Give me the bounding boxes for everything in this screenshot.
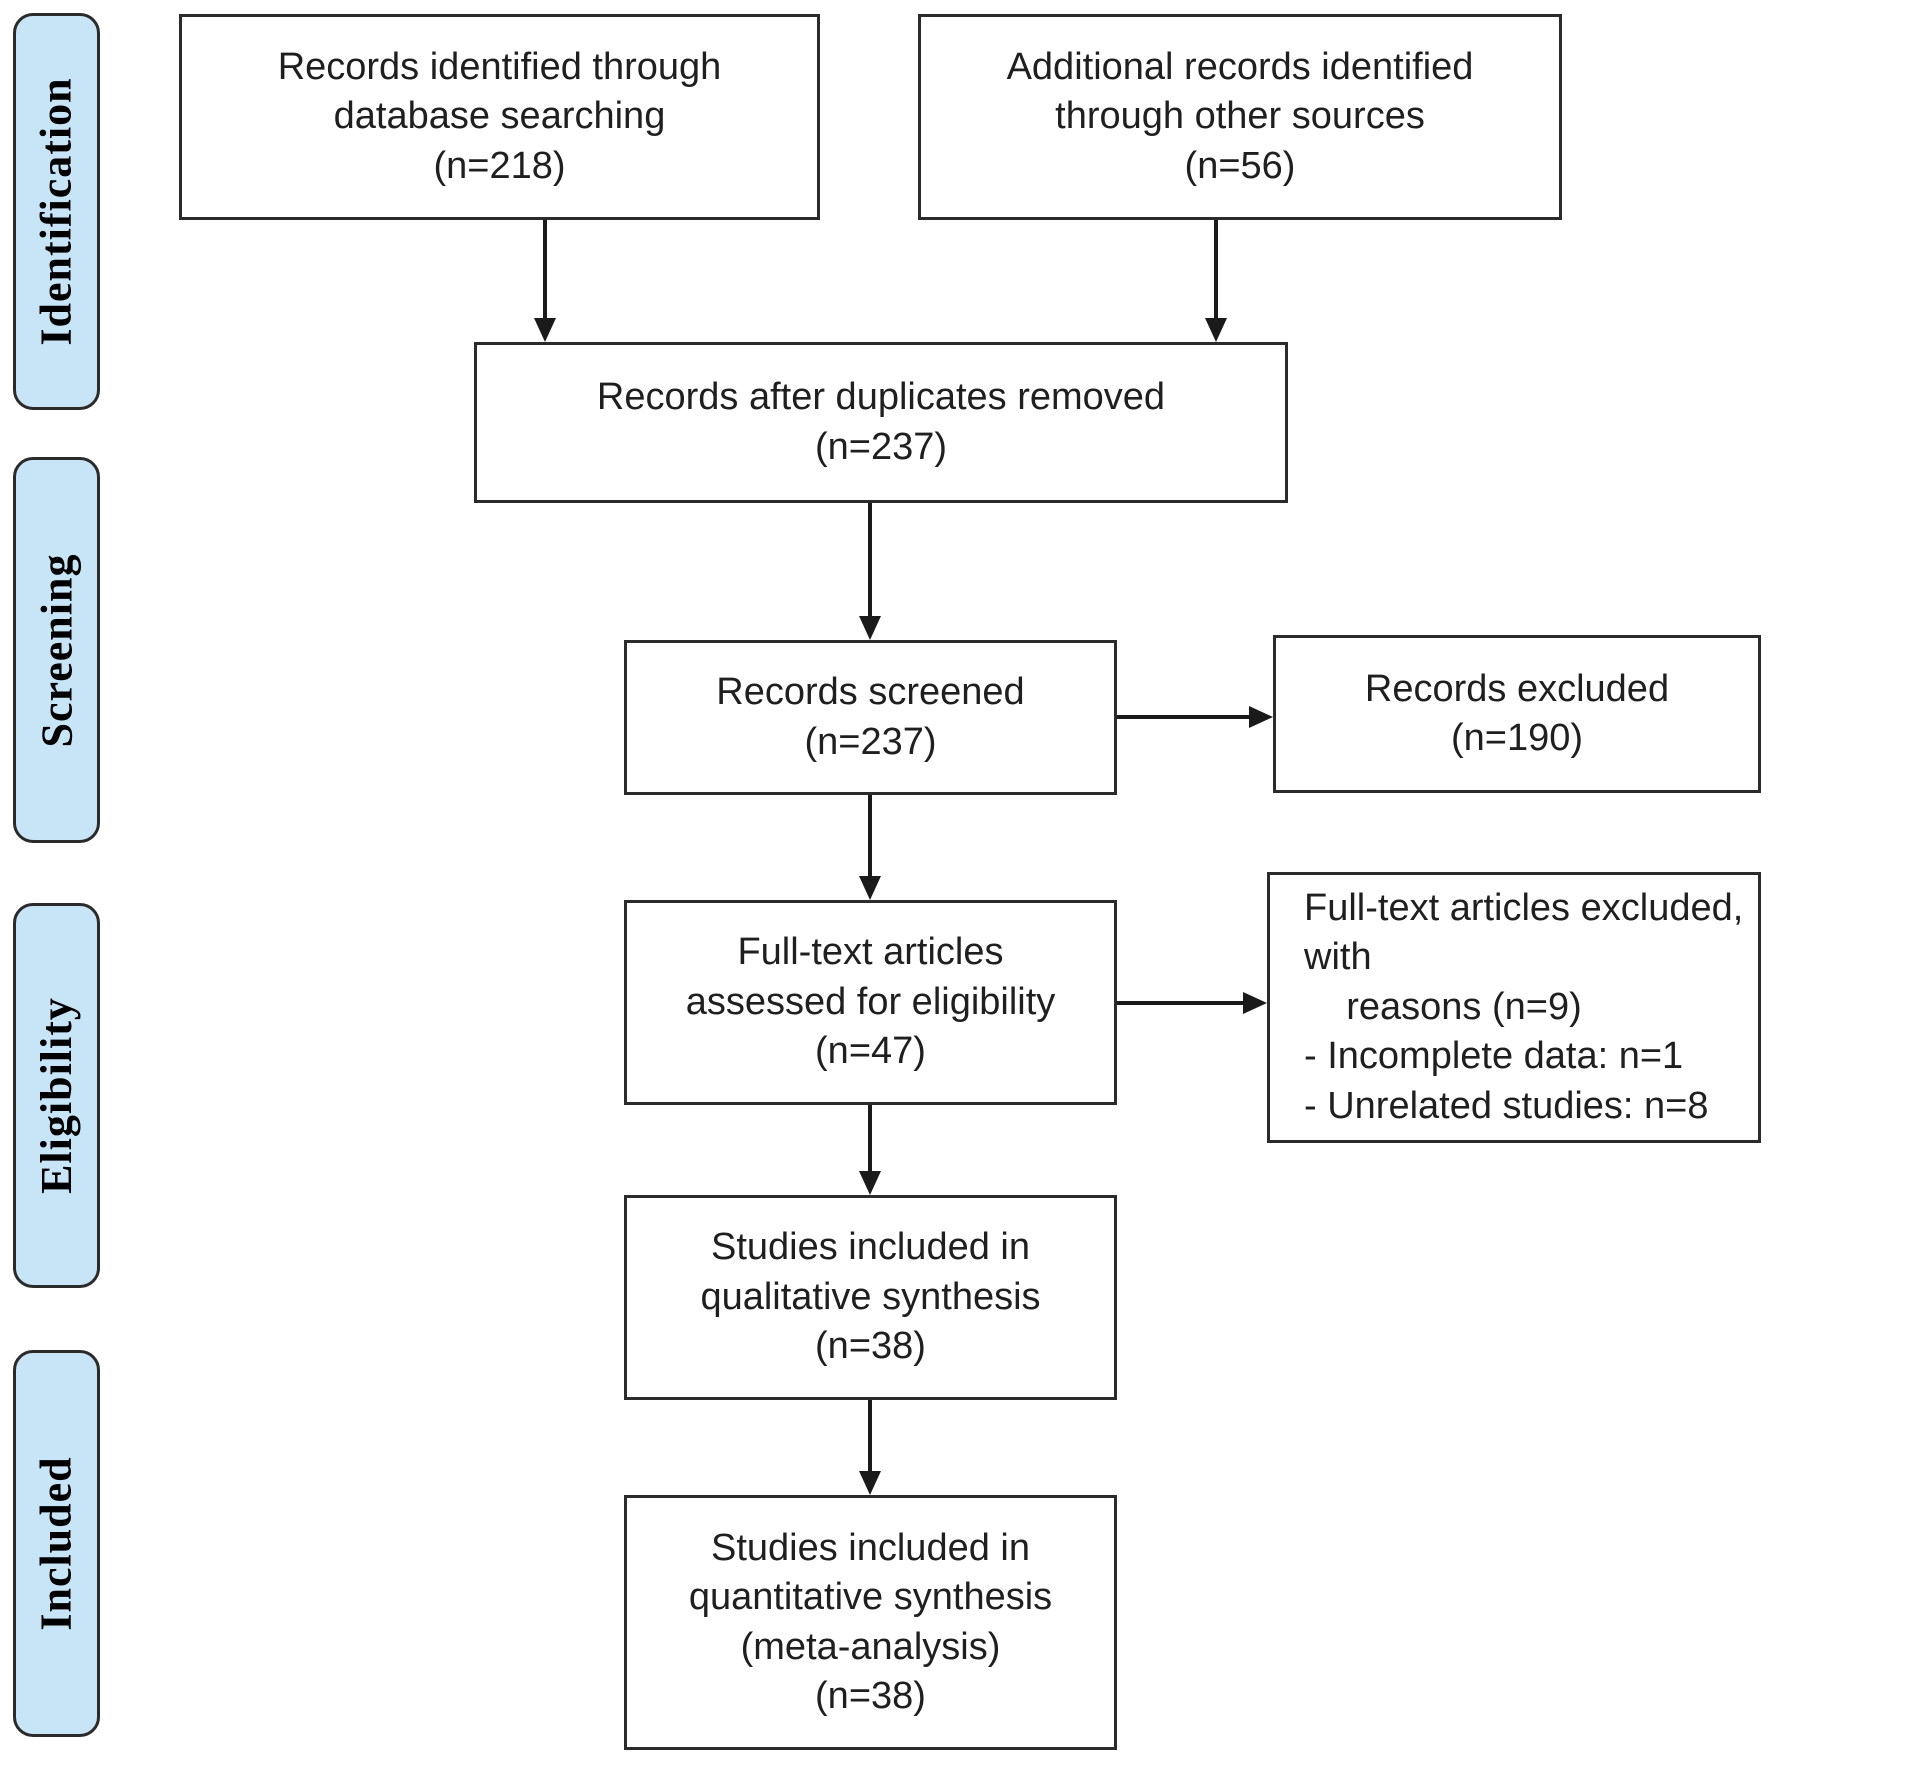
arrow-line xyxy=(868,1105,872,1171)
stage-screening: Screening xyxy=(13,457,100,843)
box-fulltext-excluded: Full-text articles excluded, with reason… xyxy=(1267,872,1761,1143)
box-records-excluded: Records excluded (n=190) xyxy=(1273,635,1761,793)
box-text: Studies included in quantitative synthes… xyxy=(688,1526,1053,1717)
box-duplicates-removed: Records after duplicates removed (n=237) xyxy=(474,342,1288,503)
box-text: Full-text articles excluded, with reason… xyxy=(1304,887,1744,1127)
arrow-line xyxy=(543,220,547,318)
stage-label: Identification xyxy=(32,77,82,346)
box-quantitative-synthesis: Studies included in quantitative synthes… xyxy=(624,1495,1117,1750)
arrow-line xyxy=(1117,715,1249,719)
stage-label: Screening xyxy=(32,553,81,747)
stage-eligibility: Eligibility xyxy=(13,903,100,1288)
box-text: Records after duplicates removed (n=237) xyxy=(596,376,1166,468)
arrowhead-right-icon xyxy=(1249,706,1273,728)
stage-included: Included xyxy=(13,1350,100,1737)
arrowhead-down-icon xyxy=(859,616,881,640)
box-text: Records excluded (n=190) xyxy=(1364,667,1670,759)
arrow-line xyxy=(868,1400,872,1471)
box-text: Records identified through database sear… xyxy=(277,45,722,187)
arrowhead-down-icon xyxy=(534,318,556,342)
arrow-line xyxy=(868,795,872,876)
stage-label: Eligibility xyxy=(32,997,82,1194)
box-records-identified: Records identified through database sear… xyxy=(179,14,820,220)
arrowhead-right-icon xyxy=(1243,992,1267,1014)
stage-label: Included xyxy=(32,1456,82,1631)
box-records-screened: Records screened (n=237) xyxy=(624,640,1117,795)
box-text: Full-text articles assessed for eligibil… xyxy=(685,931,1056,1073)
arrowhead-down-icon xyxy=(859,876,881,900)
arrowhead-down-icon xyxy=(1205,318,1227,342)
box-text: Studies included in qualitative synthesi… xyxy=(700,1226,1041,1368)
arrowhead-down-icon xyxy=(859,1171,881,1195)
arrowhead-down-icon xyxy=(859,1471,881,1495)
box-additional-records: Additional records identified through ot… xyxy=(918,14,1562,220)
box-fulltext-assessed: Full-text articles assessed for eligibil… xyxy=(624,900,1117,1105)
box-qualitative-synthesis: Studies included in qualitative synthesi… xyxy=(624,1195,1117,1400)
box-text: Additional records identified through ot… xyxy=(1006,45,1474,187)
stage-identification: Identification xyxy=(13,13,100,410)
arrow-line xyxy=(1117,1001,1243,1005)
arrow-line xyxy=(868,503,872,616)
arrow-line xyxy=(1214,220,1218,318)
box-text: Records screened (n=237) xyxy=(716,671,1025,763)
